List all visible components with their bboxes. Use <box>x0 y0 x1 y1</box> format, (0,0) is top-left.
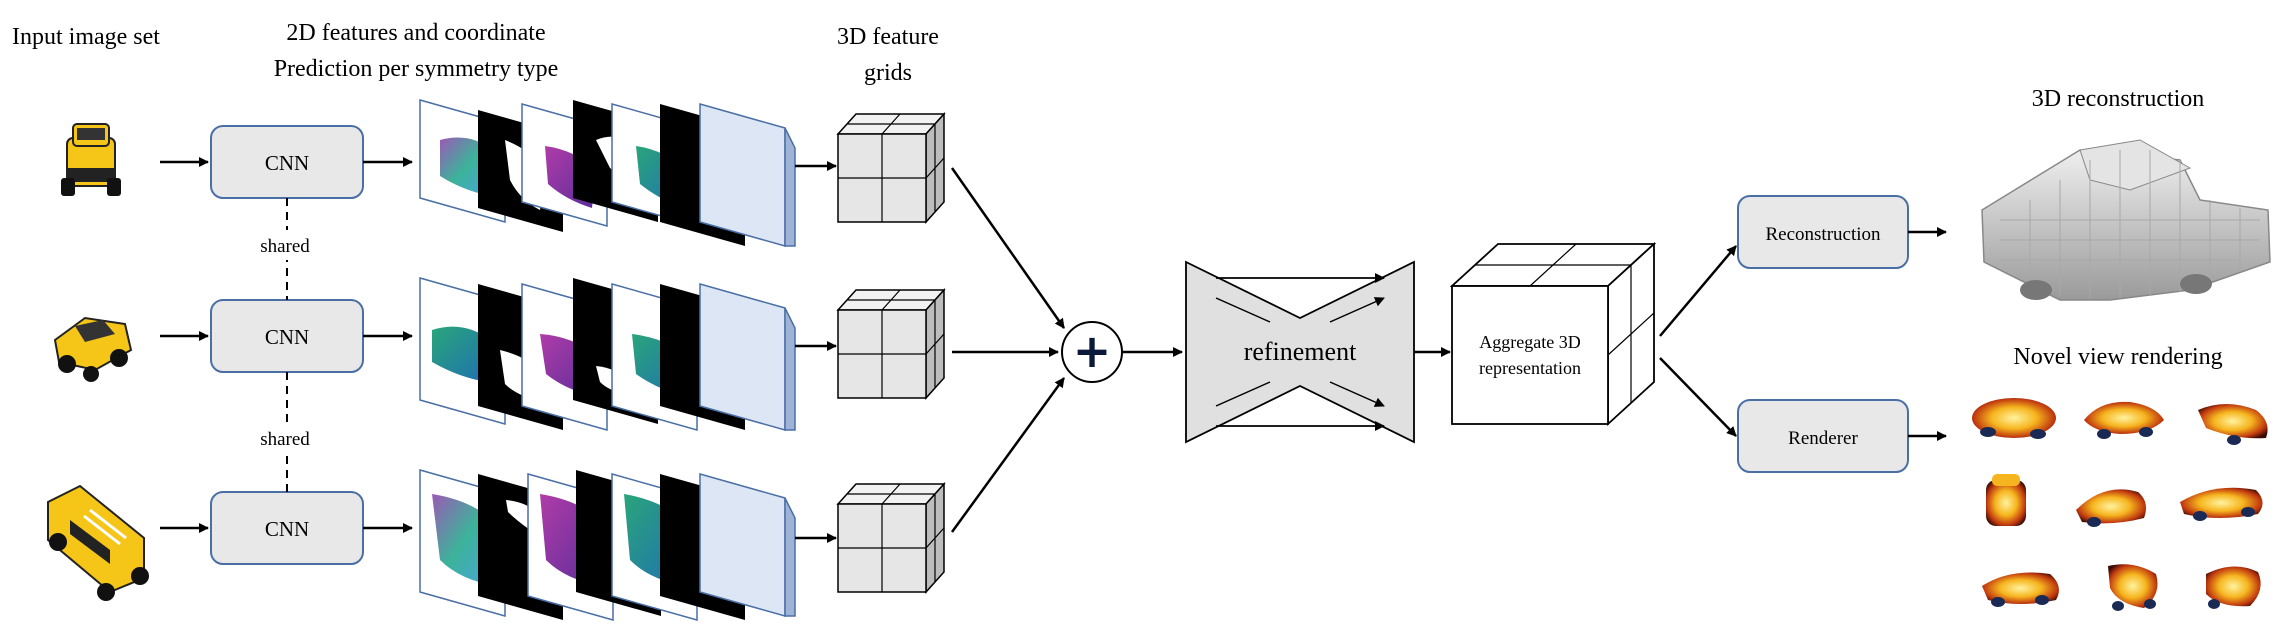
feature-stack-2 <box>419 277 796 431</box>
aggregate-label-line2: representation <box>1479 358 1581 378</box>
refinement-network: refinement <box>1185 260 1415 444</box>
shared-label: shared <box>260 429 310 450</box>
feature-grid-cube-2 <box>836 288 946 400</box>
aggregate-3d-cube: Aggregate 3D representation <box>1449 241 1657 427</box>
novel-view-renderings <box>1972 398 2268 611</box>
grids-title-line1: 3D feature <box>837 24 939 50</box>
refinement-label: refinement <box>1244 337 1357 366</box>
input-car-image <box>53 316 133 382</box>
features-title-line2: Prediction per symmetry type <box>274 56 559 82</box>
feature-stack-3 <box>419 469 796 621</box>
cnn-label: CNN <box>265 151 309 175</box>
recon-title: 3D reconstruction <box>2032 86 2205 112</box>
feature-stack-1 <box>419 99 796 247</box>
shared-label: shared <box>260 236 310 257</box>
input-title: Input image set <box>12 24 160 50</box>
grids-title-line2: grids <box>864 60 912 86</box>
plus-icon: + <box>1073 324 1112 378</box>
cnn-encoder-3: CNN <box>210 491 364 565</box>
voxel-reconstruction <box>1981 139 2271 301</box>
cnn-label: CNN <box>265 517 309 541</box>
input-car-image <box>47 484 149 601</box>
feature-grid-cube-3 <box>836 482 946 594</box>
novel-title: Novel view rendering <box>2013 344 2222 370</box>
renderer-head: Renderer <box>1737 399 1909 473</box>
cnn-encoder-1: CNN <box>210 125 364 199</box>
aggregate-label-line1: Aggregate 3D <box>1479 332 1580 352</box>
renderer-label: Renderer <box>1788 428 1858 449</box>
features-title-line1: 2D features and coordinate <box>286 20 545 46</box>
reconstruction-label: Reconstruction <box>1765 224 1881 245</box>
feature-grid-cube-1 <box>836 112 946 224</box>
cnn-encoder-2: CNN <box>210 299 364 373</box>
cnn-label: CNN <box>265 325 309 349</box>
reconstruction-head: Reconstruction <box>1737 195 1909 269</box>
fusion-add-node: + <box>1061 321 1123 383</box>
input-car-image <box>61 123 121 196</box>
